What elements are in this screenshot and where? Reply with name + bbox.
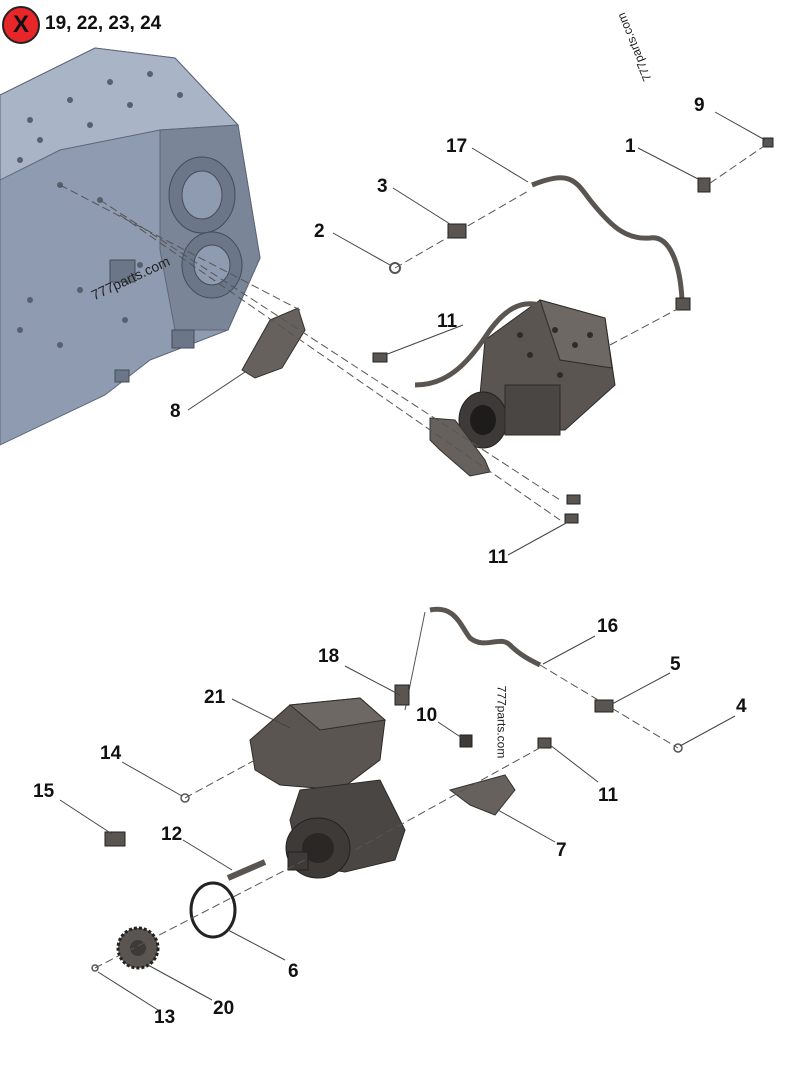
callout-16: 16 — [597, 616, 619, 637]
callout-2: 2 — [314, 221, 325, 242]
bolt-11-low — [564, 513, 579, 524]
bolt-9 — [762, 137, 774, 148]
fitting-upper-end — [675, 297, 691, 311]
tube-17 — [531, 175, 685, 301]
callout-4: 4 — [736, 696, 747, 717]
pin-12 — [226, 859, 267, 881]
bolt-11-lower — [537, 737, 552, 749]
oring-6 — [189, 881, 237, 939]
plug-10 — [459, 734, 473, 748]
fitting-18 — [394, 684, 410, 706]
callout-20: 20 — [213, 998, 235, 1019]
callout-12: 12 — [161, 824, 183, 845]
oring-13 — [91, 964, 99, 972]
callout-17: 17 — [446, 136, 468, 157]
clip-1 — [697, 177, 711, 193]
alignment-lines-upper — [59, 141, 771, 521]
callout-11-bottom: 11 — [488, 547, 509, 568]
bracket-8 — [241, 307, 306, 379]
callout-15: 15 — [33, 781, 55, 802]
callout-6: 6 — [288, 961, 299, 982]
alignment-lines-lower — [94, 664, 679, 969]
tube-16 — [429, 606, 542, 668]
callout-21: 21 — [204, 687, 226, 708]
bolt-11-mid — [566, 494, 581, 505]
oring-14 — [180, 793, 190, 803]
callout-14: 14 — [100, 743, 122, 764]
callout-9: 9 — [694, 95, 705, 116]
oring-4 — [673, 743, 683, 753]
lower-compressor — [249, 697, 406, 879]
leader-lines-lower — [59, 635, 736, 1011]
tube-lower-upper — [414, 301, 541, 388]
callout-10: 10 — [416, 705, 438, 726]
excluded-items-list: 19, 22, 23, 24 — [45, 13, 162, 34]
callout-13: 13 — [154, 1007, 176, 1028]
callout-5: 5 — [670, 654, 681, 675]
watermark-lower: 777parts.com — [494, 685, 509, 759]
engine-block — [0, 47, 261, 446]
callout-3: 3 — [377, 176, 388, 197]
callout-7: 7 — [556, 840, 567, 861]
bracket-7 — [448, 774, 516, 816]
fitting-5 — [594, 699, 614, 713]
oring-2 — [389, 262, 401, 274]
callout-11-top: 11 — [437, 311, 458, 332]
callout-11-lower: 11 — [598, 785, 619, 806]
callout-1: 1 — [625, 136, 636, 157]
callout-18: 18 — [318, 646, 340, 667]
excluded-marker-icon: X — [2, 6, 40, 44]
bolt-11-top — [372, 352, 388, 363]
leader-lines-upper — [187, 111, 766, 556]
upper-compressor — [458, 299, 616, 449]
fitting-15 — [104, 831, 126, 847]
callout-8: 8 — [170, 401, 181, 422]
gear-20-hub — [130, 940, 146, 956]
